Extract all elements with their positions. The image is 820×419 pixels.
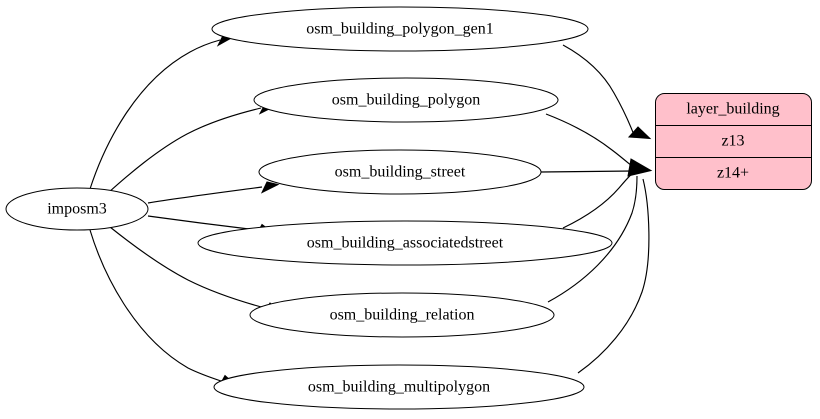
node-layer-building[interactable]: layer_building z13 z14+ [655,93,812,190]
edge-osm-building-polygon-gen1-to-layer-building-z13 [562,44,635,136]
node-imposm3[interactable]: imposm3 [5,187,149,231]
node-osm-building-associatedstreet[interactable]: osm_building_associatedstreet [197,220,613,266]
node-osm-building-polygon[interactable]: osm_building_polygon [253,77,559,123]
record-row-z13[interactable]: z13 [721,133,744,150]
node-imposm3-label: imposm3 [47,201,107,218]
node-osm-building-multipolygon[interactable]: osm_building_multipolygon [213,364,585,410]
edge-imposm3-to-osm-building-street [147,186,263,204]
edge-group-tables-to-record [540,44,653,374]
edge-imposm3-to-osm-building-associatedstreet [147,215,258,231]
node-osm-building-relation-label: osm_building_relation [330,307,475,324]
node-layer-building-box[interactable] [655,93,812,190]
node-osm-building-multipolygon-label: osm_building_multipolygon [308,379,490,396]
record-row-z14[interactable]: z14+ [717,165,749,182]
node-osm-building-relation[interactable]: osm_building_relation [249,292,555,338]
record-row-layer-building-title: layer_building [686,101,779,118]
node-osm-building-street[interactable]: osm_building_street [258,149,542,195]
edge-imposm3-to-osm-building-polygon [107,107,262,194]
edge-osm-building-street-to-layer-building-z14 [540,170,634,173]
node-osm-building-multipolygon-shape[interactable] [213,364,585,410]
edge-imposm3-to-osm-building-polygon-gen1 [89,39,221,190]
edge-osm-building-relation-to-layer-building-z14 [547,175,638,303]
edge-imposm3-to-osm-building-relation [109,226,266,309]
node-imposm3-shape[interactable] [5,187,149,231]
arrowhead-layer-building-z14 [627,158,653,177]
node-osm-building-associatedstreet-label: osm_building_associatedstreet [307,235,504,252]
edge-osm-building-multipolygon-to-layer-building-z14 [577,178,650,374]
node-osm-building-polygon-shape[interactable] [253,77,559,123]
node-osm-building-polygon-gen1-shape[interactable] [211,6,589,52]
node-osm-building-polygon-gen1-label: osm_building_polygon_gen1 [306,21,494,38]
edge-osm-building-polygon-to-layer-building-z14 [545,113,634,168]
node-osm-building-polygon-label: osm_building_polygon [332,92,480,109]
arrowhead-layer-building-z13 [627,126,652,140]
arrowhead-osm-building-street [260,181,280,194]
node-osm-building-street-shape[interactable] [258,149,542,195]
edge-osm-building-associatedstreet-to-layer-building-z14 [562,171,635,229]
node-osm-building-polygon-gen1[interactable]: osm_building_polygon_gen1 [211,6,589,52]
node-osm-building-associatedstreet-shape[interactable] [197,220,613,266]
node-osm-building-street-label: osm_building_street [335,164,466,181]
node-osm-building-relation-shape[interactable] [249,292,555,338]
edge-imposm3-to-osm-building-multipolygon [89,229,222,382]
